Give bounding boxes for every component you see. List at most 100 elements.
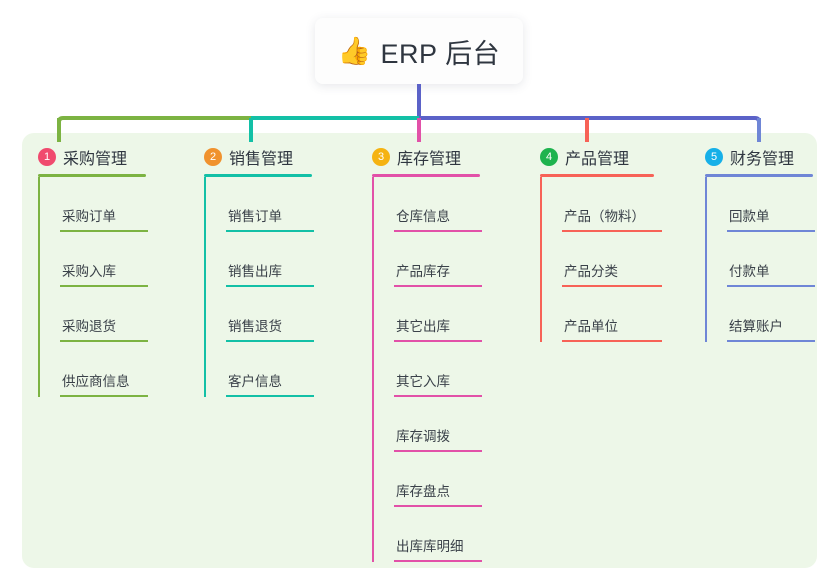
- leaf-node[interactable]: 其它入库: [372, 342, 482, 397]
- branch-header-product[interactable]: 4 产品管理: [540, 145, 654, 169]
- branch-items-finance: 回款单付款单结算账户: [705, 177, 815, 342]
- leaf-node-label: 库存调拨: [396, 429, 450, 444]
- leaf-node-label: 仓库信息: [396, 209, 450, 224]
- leaf-node[interactable]: 供应商信息: [38, 342, 148, 397]
- leaf-node-label: 库存盘点: [396, 484, 450, 499]
- leaf-node-label: 其它出库: [396, 319, 450, 334]
- leaf-node[interactable]: 销售出库: [204, 232, 314, 287]
- leaf-node[interactable]: 产品单位: [540, 287, 662, 342]
- leaf-node[interactable]: 采购订单: [38, 177, 148, 232]
- leaf-node-label: 产品库存: [396, 264, 450, 279]
- branch-product: 4 产品管理 产品（物料） 产品分类产品单位: [540, 145, 662, 342]
- leaf-node-underline: [394, 505, 482, 507]
- branch-title-finance: 财务管理: [730, 151, 795, 168]
- leaf-node[interactable]: 产品分类: [540, 232, 662, 287]
- leaf-node[interactable]: 库存调拨: [372, 397, 482, 452]
- branch-spine: [705, 177, 707, 342]
- branch-finance: 5 财务管理 回款单付款单结算账户: [705, 145, 815, 342]
- branch-title-sales: 销售管理: [229, 151, 294, 168]
- leaf-node-label: 采购入库: [62, 264, 116, 279]
- leaf-node-underline: [394, 340, 482, 342]
- branch-title-product: 产品管理: [565, 151, 630, 168]
- leaf-node-underline: [60, 285, 148, 287]
- branch-items-product: 产品（物料） 产品分类产品单位: [540, 177, 662, 342]
- leaf-node-underline: [394, 395, 482, 397]
- leaf-node[interactable]: 结算账户: [705, 287, 815, 342]
- branch-badge-4: 4: [540, 148, 558, 166]
- leaf-node-underline: [226, 395, 314, 397]
- leaf-node[interactable]: 采购退货: [38, 287, 148, 342]
- branch-spine: [204, 177, 206, 397]
- branch-inventory: 3 库存管理 仓库信息产品库存其它出库其它入库库存调拨库存盘点出库库明细: [372, 145, 482, 562]
- leaf-node[interactable]: 产品库存: [372, 232, 482, 287]
- branch-items-sales: 销售订单销售出库销售退货客户信息: [204, 177, 314, 397]
- leaf-node[interactable]: 销售订单: [204, 177, 314, 232]
- leaf-node-underline: [60, 395, 148, 397]
- leaf-node[interactable]: 回款单: [705, 177, 815, 232]
- branch-purchasing: 1 采购管理 采购订单采购入库采购退货供应商信息: [38, 145, 148, 397]
- leaf-node-label: 产品分类: [564, 264, 618, 279]
- leaf-node-label: 采购订单: [62, 209, 116, 224]
- leaf-node[interactable]: 仓库信息: [372, 177, 482, 232]
- leaf-node-underline: [562, 285, 662, 287]
- branch-spine: [372, 177, 374, 562]
- branch-badge-5: 5: [705, 148, 723, 166]
- branch-underline-purchasing: [38, 174, 146, 177]
- thumbs-up-icon: 👍: [337, 35, 372, 66]
- branch-header-finance[interactable]: 5 财务管理: [705, 145, 813, 169]
- leaf-node-underline: [394, 450, 482, 452]
- root-node-label: ERP 后台: [380, 38, 501, 69]
- branch-underline-inventory: [372, 174, 480, 177]
- leaf-node-underline: [226, 340, 314, 342]
- leaf-node-label: 产品单位: [564, 319, 618, 334]
- leaf-node-label: 销售出库: [228, 264, 282, 279]
- branch-underline-sales: [204, 174, 312, 177]
- leaf-node-label: 付款单: [729, 264, 770, 279]
- leaf-node[interactable]: 产品（物料）: [540, 177, 662, 232]
- root-node-erp-backend[interactable]: 👍 ERP 后台: [315, 18, 523, 84]
- leaf-node-label: 客户信息: [228, 374, 282, 389]
- leaf-node-underline: [60, 340, 148, 342]
- branch-spine: [540, 177, 542, 342]
- leaf-node-underline: [727, 340, 815, 342]
- leaf-node-underline: [562, 340, 662, 342]
- branch-underline-finance: [705, 174, 813, 177]
- branch-items-inventory: 仓库信息产品库存其它出库其它入库库存调拨库存盘点出库库明细: [372, 177, 482, 562]
- leaf-node[interactable]: 其它出库: [372, 287, 482, 342]
- leaf-node-label: 回款单: [729, 209, 770, 224]
- leaf-node-label: 销售退货: [228, 319, 282, 334]
- branch-title-inventory: 库存管理: [397, 151, 462, 168]
- branch-underline-product: [540, 174, 654, 177]
- leaf-node[interactable]: 库存盘点: [372, 452, 482, 507]
- leaf-node-underline: [394, 285, 482, 287]
- leaf-node-label: 产品（物料）: [564, 209, 645, 224]
- leaf-node-underline: [394, 230, 482, 232]
- leaf-node-underline: [727, 230, 815, 232]
- branch-header-inventory[interactable]: 3 库存管理: [372, 145, 480, 169]
- leaf-node-underline: [226, 285, 314, 287]
- leaf-node[interactable]: 付款单: [705, 232, 815, 287]
- leaf-node-underline: [727, 285, 815, 287]
- branch-items-purchasing: 采购订单采购入库采购退货供应商信息: [38, 177, 148, 397]
- branch-title-purchasing: 采购管理: [63, 151, 128, 168]
- leaf-node[interactable]: 采购入库: [38, 232, 148, 287]
- leaf-node[interactable]: 出库库明细: [372, 507, 482, 562]
- leaf-node-label: 销售订单: [228, 209, 282, 224]
- leaf-node-label: 供应商信息: [62, 374, 130, 389]
- leaf-node[interactable]: 客户信息: [204, 342, 314, 397]
- leaf-node-label: 采购退货: [62, 319, 116, 334]
- leaf-node-label: 结算账户: [729, 319, 783, 334]
- leaf-node[interactable]: 销售退货: [204, 287, 314, 342]
- leaf-node-label: 出库库明细: [396, 539, 464, 554]
- leaf-node-underline: [562, 230, 662, 232]
- branch-header-sales[interactable]: 2 销售管理: [204, 145, 312, 169]
- branch-badge-2: 2: [204, 148, 222, 166]
- leaf-node-underline: [394, 560, 482, 562]
- leaf-node-underline: [60, 230, 148, 232]
- diagram-panel-background: [22, 133, 817, 568]
- branch-spine: [38, 177, 40, 397]
- branch-sales: 2 销售管理 销售订单销售出库销售退货客户信息: [204, 145, 314, 397]
- branch-header-purchasing[interactable]: 1 采购管理: [38, 145, 146, 169]
- leaf-node-label: 其它入库: [396, 374, 450, 389]
